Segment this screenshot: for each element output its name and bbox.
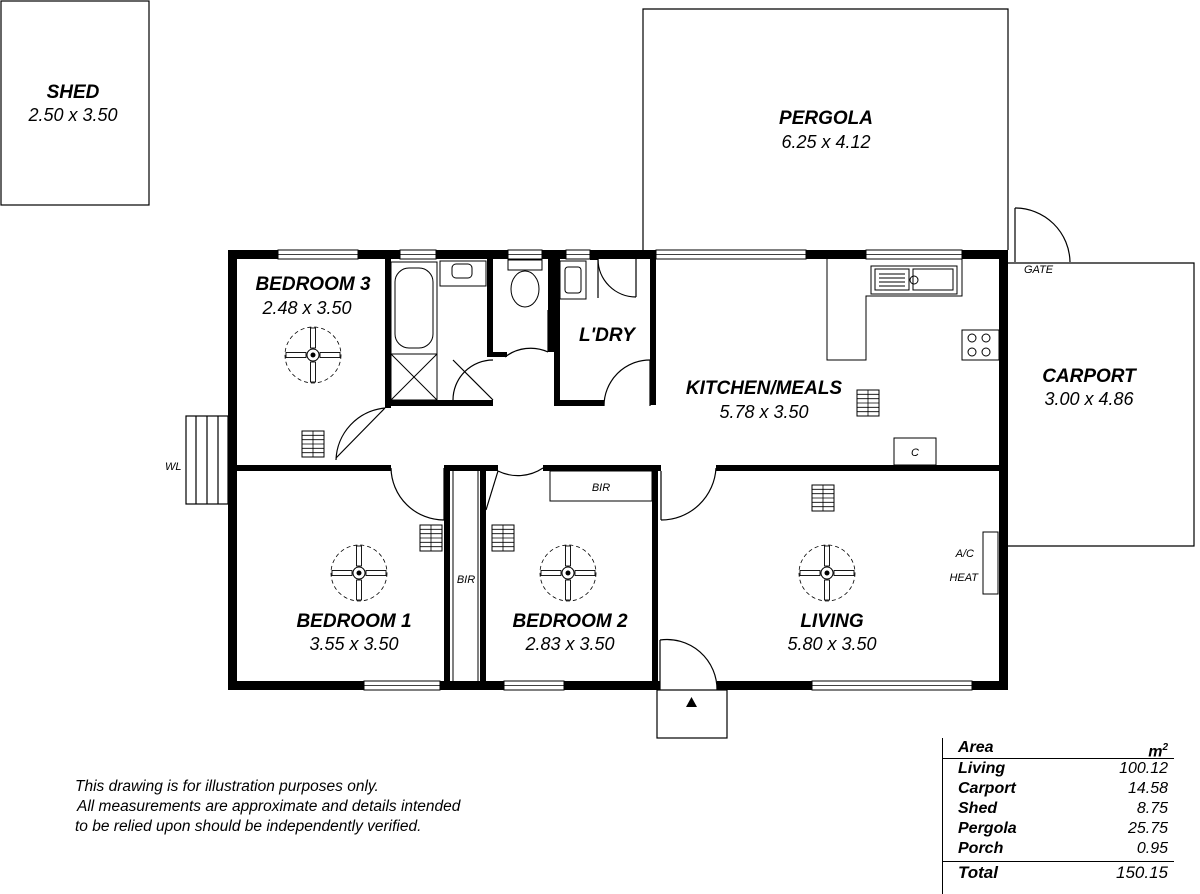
- bedroom1-name: BEDROOM 1: [296, 611, 411, 632]
- cooktop: [961, 329, 1000, 361]
- interior-walls: [237, 250, 999, 681]
- bathroom-fixtures: [390, 259, 587, 401]
- bedroom3-dims: 2.48 x 3.50: [261, 298, 351, 318]
- bir-bedroom2-box: [549, 470, 653, 502]
- disclaimer-line-1: This drawing is for illustration purpose…: [75, 778, 379, 795]
- ceiling-fan-icon: [284, 326, 342, 384]
- area-row-shed: Shed 8.75: [958, 800, 1168, 817]
- cupboard-box: [893, 437, 937, 466]
- vent-icon: [811, 484, 835, 512]
- laundry-name: L'DRY: [579, 325, 637, 346]
- kitchen-dims: 5.78 x 3.50: [719, 402, 808, 422]
- heat-label: HEAT: [949, 572, 979, 584]
- bedroom2-name: BEDROOM 2: [512, 611, 628, 632]
- shed-outline: [0, 0, 150, 206]
- bedroom2-dims: 2.83 x 3.50: [524, 634, 614, 654]
- area-row-porch: Porch 0.95: [958, 840, 1168, 857]
- windows: [277, 249, 973, 691]
- disclaimer-line-3: to be relied upon should be independentl…: [75, 818, 422, 835]
- disclaimer: This drawing is for illustration purpose…: [75, 777, 595, 837]
- bir-bedroom1-label: BIR: [457, 574, 475, 586]
- porch: [656, 689, 728, 739]
- bedroom1-dims: 3.55 x 3.50: [309, 634, 398, 654]
- toilet-cistern: [507, 259, 543, 271]
- pergola-outline: [642, 8, 1009, 250]
- gate-label: GATE: [1024, 264, 1054, 276]
- vents: [301, 389, 880, 552]
- carport-outline: [1008, 262, 1195, 547]
- area-row-carport: Carport 14.58: [958, 780, 1168, 797]
- carport-name: CARPORT: [1042, 366, 1137, 387]
- kitchen-sink: [870, 265, 958, 295]
- cupboard-label: C: [911, 447, 919, 459]
- ceiling-fan-icon: [330, 544, 388, 602]
- kitchen-bench: [826, 259, 963, 361]
- kitchen-name: KITCHEN/MEALS: [686, 378, 843, 399]
- shower: [390, 353, 438, 401]
- area-table: Area m2 Living 100.12 Carport 14.58 Shed…: [942, 738, 1174, 894]
- wl-label: WL: [165, 461, 182, 473]
- vanity: [439, 260, 487, 287]
- ceiling-fans: [284, 326, 856, 602]
- shed-dims: 2.50 x 3.50: [27, 105, 117, 125]
- entry-arrow-icon: [686, 697, 697, 707]
- ceiling-fan-icon: [539, 544, 597, 602]
- vent-icon: [491, 524, 515, 552]
- pergola-name: PERGOLA: [779, 108, 873, 129]
- area-table-header: Area m2: [942, 738, 1174, 761]
- gate-swing: [1014, 207, 1071, 263]
- area-row-living: Living 100.12: [958, 760, 1168, 777]
- area-row-total: Total 150.15: [942, 861, 1174, 884]
- carport-dims: 3.00 x 4.86: [1044, 389, 1134, 409]
- living-name: LIVING: [800, 611, 864, 632]
- area-header-unit: m2: [1148, 742, 1168, 761]
- living-dims: 5.80 x 3.50: [787, 634, 876, 654]
- vent-icon: [856, 389, 880, 417]
- vent-icon: [419, 524, 443, 552]
- disclaimer-line-2: All measurements are approximate and det…: [77, 798, 461, 815]
- laundry-tub: [559, 260, 587, 300]
- ceiling-fan-icon: [798, 544, 856, 602]
- doors: [335, 258, 718, 691]
- bathtub: [390, 261, 438, 355]
- area-header-label: Area: [958, 739, 994, 756]
- bedroom3-name: BEDROOM 3: [255, 274, 371, 295]
- area-row-pergola: Pergola 25.75: [958, 820, 1168, 837]
- built-in-robes: [452, 470, 653, 681]
- bir-bedroom2-label: BIR: [592, 482, 610, 494]
- ac-label: A/C: [955, 548, 974, 560]
- vent-icon: [301, 430, 325, 458]
- kitchen-fittings: [826, 259, 1000, 595]
- toilet-bowl: [510, 270, 540, 308]
- shed-name: SHED: [47, 82, 100, 103]
- pergola-dims: 6.25 x 4.12: [781, 132, 870, 152]
- ac-heat-unit: [982, 531, 999, 595]
